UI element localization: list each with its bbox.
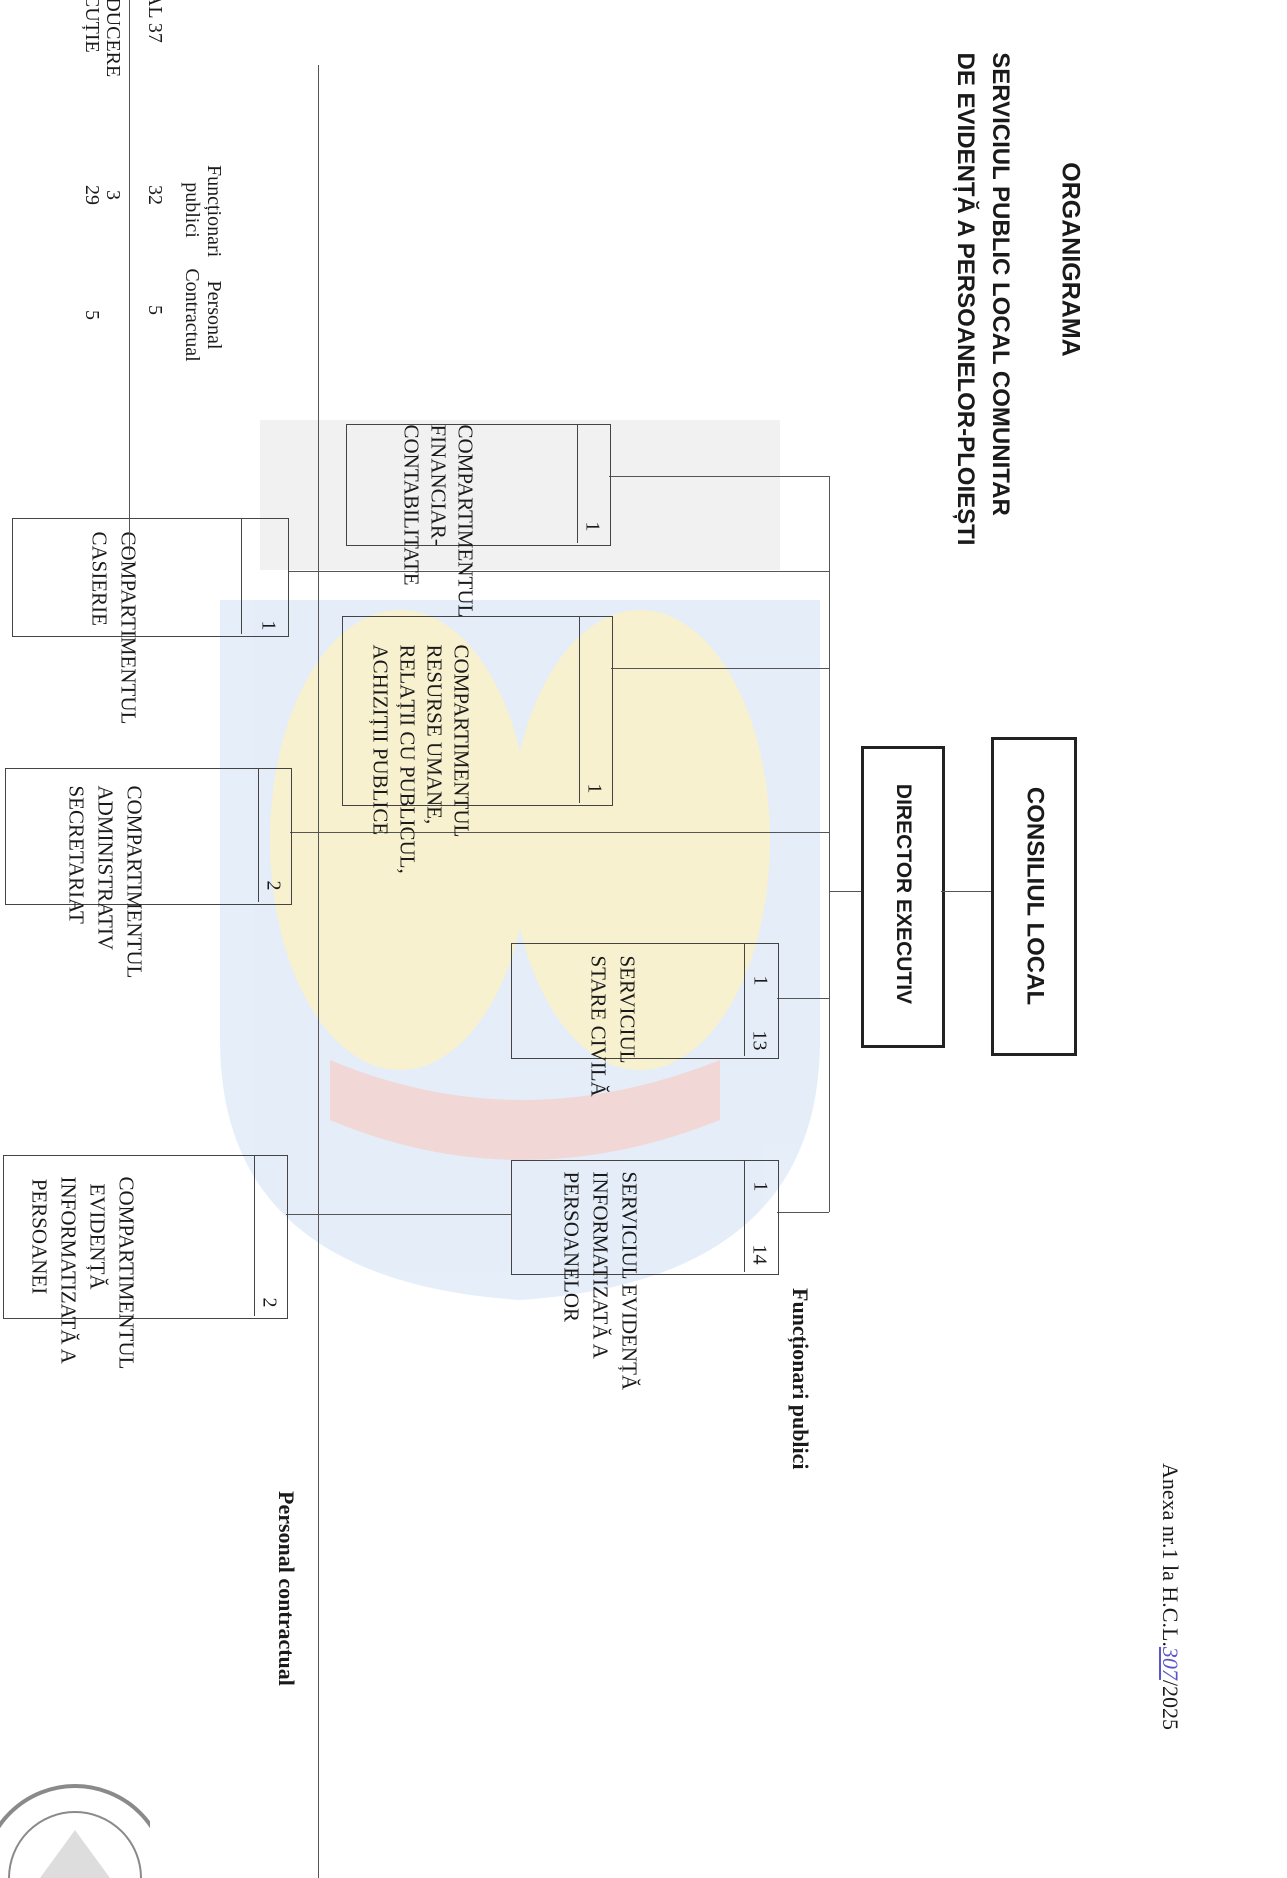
- line-evidenta-persoanei: [286, 1214, 512, 1215]
- legend-public: Funcționari publici: [788, 1288, 813, 1470]
- unit-count: 14: [748, 1244, 771, 1265]
- unit-count: 2: [262, 880, 285, 891]
- unit-count: 1: [257, 620, 280, 631]
- line-stare-civila: [777, 998, 829, 999]
- council-box: CONSILIUL LOCAL: [991, 737, 1077, 1056]
- line-financiar: [609, 476, 829, 477]
- unit-count: 2: [258, 1297, 281, 1308]
- unit-count: 13: [748, 1030, 771, 1051]
- title-organigrama: ORGANIGRAMA: [1056, 162, 1085, 357]
- line-administrativ: [290, 832, 829, 833]
- bus-left: [318, 65, 319, 1878]
- director-label: DIRECTOR EXECUTIV: [892, 783, 915, 1005]
- line-council-director: [941, 891, 991, 892]
- council-label: CONSILIUL LOCAL: [1021, 786, 1049, 1006]
- unit-head-count: 1: [749, 1181, 772, 1192]
- bus-right: [829, 476, 830, 1212]
- title-service-line1: SERVICIUL PUBLIC LOCAL COMUNITAR: [987, 52, 1014, 516]
- title-service-line2: DE EVIDENȚĂ A PERSOANELOR-PLOIEȘTI: [952, 52, 979, 546]
- director-box: DIRECTOR EXECUTIV: [861, 746, 945, 1048]
- legend-contract: Personal contractual: [274, 1491, 299, 1686]
- unit-count: 1: [583, 783, 606, 794]
- line-casierie: [288, 571, 829, 572]
- unit-count: 1: [581, 521, 604, 532]
- annex-suffix: /2025: [1158, 1679, 1183, 1731]
- city-crest-watermark: [220, 420, 820, 1300]
- unit-head-count: 1: [749, 975, 772, 986]
- line-director-bus: [829, 891, 861, 892]
- official-stamp: [0, 1784, 150, 1878]
- line-resurse: [611, 668, 829, 669]
- annex-prefix: Anexa nr.1 la H.C.L.: [1158, 1463, 1183, 1647]
- annex-number: 307: [1158, 1646, 1183, 1680]
- line-evidenta: [777, 1212, 829, 1213]
- annex-reference: Anexa nr.1 la H.C.L.307/2025: [1157, 1463, 1183, 1843]
